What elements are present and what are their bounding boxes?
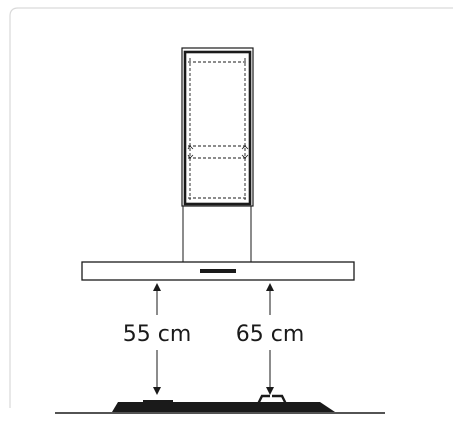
right-dimension-arrow bbox=[266, 283, 274, 395]
chimney-lower bbox=[182, 205, 252, 262]
left-distance-label: 55 cm bbox=[123, 322, 192, 347]
control-panel bbox=[200, 269, 236, 273]
cooktop bbox=[55, 394, 385, 414]
hood-canopy bbox=[81, 261, 355, 281]
chimney-upper bbox=[181, 47, 254, 207]
left-dimension-arrow bbox=[153, 283, 161, 395]
pan-support-icon bbox=[256, 394, 288, 405]
right-distance-label: 65 cm bbox=[236, 322, 305, 347]
frame-border bbox=[9, 7, 453, 408]
hob-right bbox=[247, 402, 335, 412]
hob-left bbox=[112, 402, 247, 412]
hob-left-knob bbox=[143, 400, 173, 403]
